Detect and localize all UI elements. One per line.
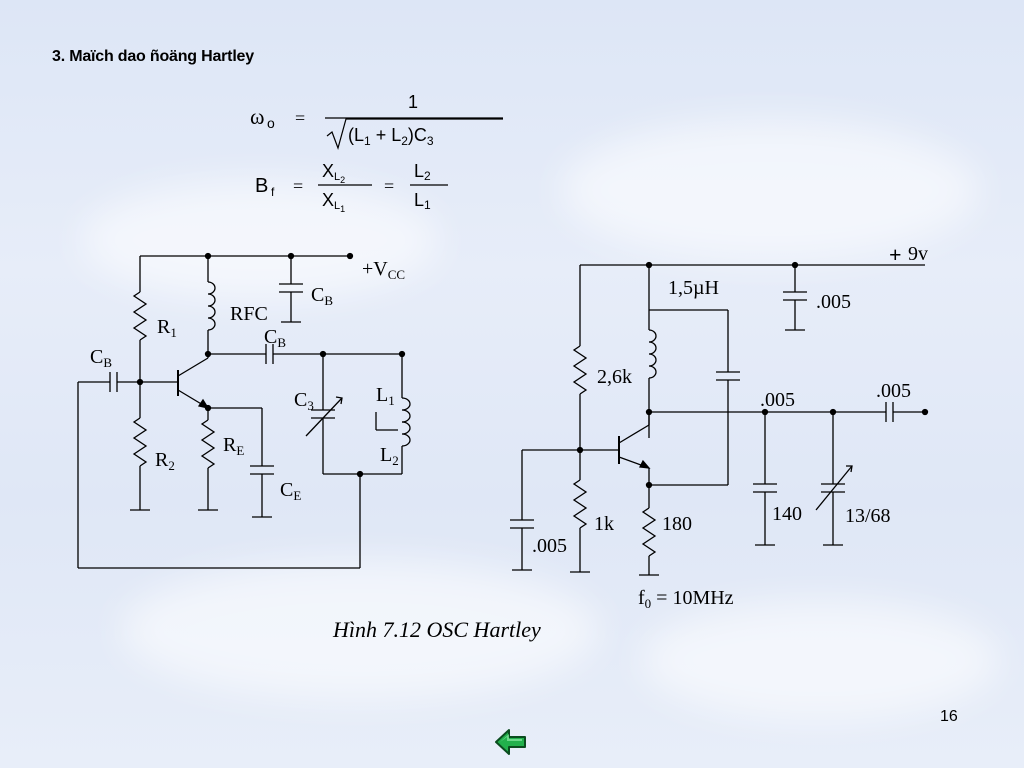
inductor-label: 1,5µH	[668, 277, 719, 299]
cb-mid-label: CB	[264, 326, 286, 350]
feedback-equation: B f = XL2 XL1 = L2 L1	[255, 161, 448, 214]
vcc-terminal	[346, 252, 354, 260]
sqrt-sign	[326, 118, 503, 150]
ce-label: CE	[280, 479, 301, 503]
back-button[interactable]	[494, 727, 528, 757]
cap-base-label: .005	[532, 535, 567, 557]
equals-sign: =	[293, 176, 303, 196]
r1-resistor	[132, 291, 148, 341]
l1-label: L1	[376, 384, 395, 408]
left-circuit	[77, 252, 411, 569]
bf-subscript: f	[271, 185, 275, 199]
right-circuit	[510, 261, 929, 576]
r2-label: R2	[155, 449, 175, 473]
figure-caption: Hình 7.12 OSC Hartley	[333, 617, 541, 642]
l2-term: L2	[414, 161, 431, 183]
r-180	[641, 507, 657, 557]
bg-cloud	[560, 120, 980, 260]
bg-cloud	[120, 560, 600, 700]
re-resistor	[200, 419, 216, 469]
r1-label: R1	[157, 316, 177, 340]
left-circuit-labels: +VCC CB RFC CB R1 CB R2 RE CE C3 L1 L2	[90, 258, 405, 503]
junction-dot	[356, 470, 364, 478]
output-terminal	[921, 408, 929, 416]
omega-subscript: o	[267, 115, 275, 131]
omega-denominator: (L1 + L2)C3	[348, 125, 434, 148]
r-top-label: 2,6k	[597, 366, 632, 388]
xl1-term: XL1	[322, 190, 345, 214]
cap-collector-label: .005	[760, 389, 795, 411]
omega-symbol: ω	[250, 104, 264, 129]
r-1k	[572, 479, 588, 529]
right-circuit-labels: + 9v 1,5µH .005 2,6k .005 .005 1k .005 1…	[532, 242, 928, 611]
cb-left-label: CB	[90, 346, 112, 370]
cap-trim-label: 13/68	[845, 505, 891, 527]
l1-inductor	[401, 397, 411, 423]
cap-fixed-label: 140	[772, 503, 802, 525]
r2-resistor	[132, 417, 148, 467]
slide-title: 3. Maïch dao ñoäng Hartley	[52, 48, 254, 65]
green-left-arrow-icon	[495, 729, 526, 755]
rfc-inductor	[207, 281, 216, 331]
r-emitter-label: 180	[662, 513, 692, 535]
omega-numerator: 1	[408, 92, 418, 112]
bg-cloud	[640, 600, 1000, 720]
xl2-term: XL2	[322, 161, 345, 185]
r-2-6k	[572, 345, 588, 395]
supply-label: 9v	[908, 243, 928, 265]
equals-sign: =	[384, 176, 394, 196]
junction-dot	[645, 481, 653, 489]
r-base-label: 1k	[594, 513, 614, 535]
rfc-label: RFC	[230, 303, 268, 325]
frequency-label: f0 = 10MHz	[638, 587, 734, 611]
omega-equation: ω o = 1 (L1 + L2)C3	[250, 92, 503, 150]
cap-output-label: .005	[876, 380, 911, 402]
emitter-arrow	[639, 459, 651, 469]
vcc-label: +VCC	[362, 258, 405, 282]
l1-term: L1	[414, 190, 431, 212]
c3-label: C3	[294, 389, 314, 413]
cb-top-label: CB	[311, 284, 333, 308]
equals-sign: =	[295, 108, 305, 128]
bf-symbol: B	[255, 175, 268, 197]
page-number: 16	[940, 708, 958, 725]
re-label: RE	[223, 434, 244, 458]
cap-supply-label: .005	[816, 291, 851, 313]
l2-label: L2	[380, 444, 399, 468]
inductor-1-5uh	[648, 329, 657, 379]
l2-inductor	[401, 421, 411, 447]
supply-sign: +	[889, 242, 902, 267]
